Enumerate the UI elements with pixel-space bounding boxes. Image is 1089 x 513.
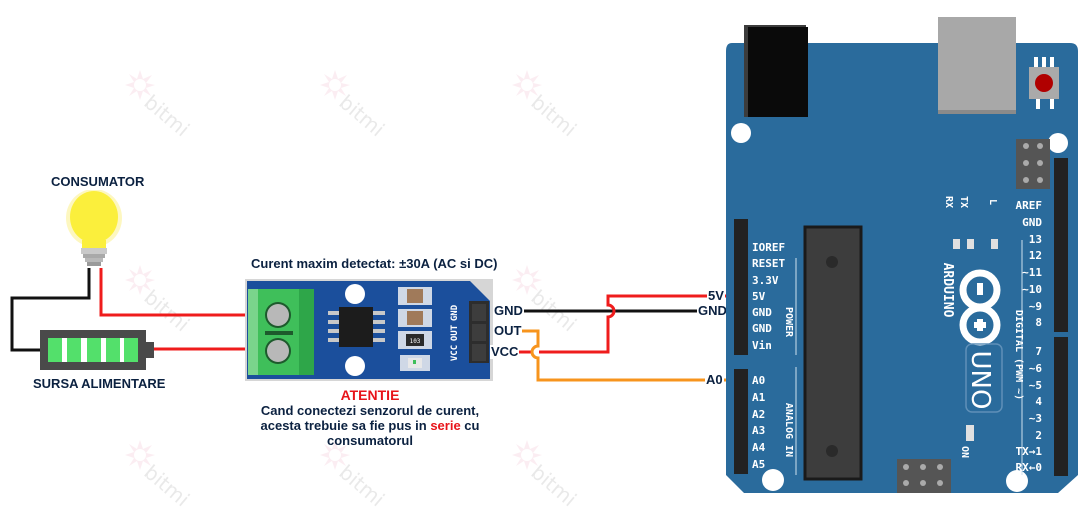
- analog-pin-a3: A3: [752, 424, 765, 437]
- digital-header-top: [1054, 158, 1068, 332]
- digital-pin-12: 12: [1029, 249, 1042, 262]
- power-source-label: SURSA ALIMENTARE: [33, 376, 166, 391]
- led-label-rx: RX: [943, 196, 954, 208]
- usb-port: [938, 17, 1016, 113]
- power-pin-vin: Vin: [752, 339, 772, 352]
- on-led-label: ON: [959, 446, 970, 458]
- sensor-pin-gnd-label: GND: [493, 303, 524, 318]
- wire-out-to-a0: [482, 329, 735, 382]
- watermark-logo-icon: [320, 440, 350, 470]
- watermark-logo-icon: [512, 440, 542, 470]
- arduino-gnd-wire-label: GND: [697, 303, 728, 318]
- arduino-5v-wire-label: 5V: [707, 288, 725, 303]
- warning-line-2-end: cu: [460, 418, 480, 433]
- analog-header: [734, 369, 748, 474]
- digital-pin-13: 13: [1029, 233, 1042, 246]
- power-pin-gnd-1: GND: [752, 306, 772, 319]
- digital-title: DIGITAL (PWM ~): [1013, 310, 1024, 400]
- digital-pin-2: 2: [1035, 429, 1042, 442]
- digital-pin-1: TX→1: [1016, 445, 1043, 458]
- power-title: POWER: [783, 307, 794, 338]
- power-pin-gnd-2: GND: [752, 322, 772, 335]
- digital-header-bottom: [1054, 337, 1068, 476]
- watermark-logo-icon: [125, 265, 155, 295]
- light-bulb-icon: [66, 190, 122, 266]
- arduino-brand: ARDUINO: [940, 263, 955, 318]
- arduino-model: UNO: [965, 351, 995, 410]
- digital-pin-9: ~9: [1029, 300, 1042, 313]
- warning-line-2-start: acesta trebuie sa fie pus in: [260, 418, 431, 433]
- atmega-chip: [805, 227, 861, 479]
- digital-pin-aref: AREF: [1016, 199, 1043, 212]
- watermark-logo-icon: [125, 440, 155, 470]
- consumer-label: CONSUMATOR: [51, 174, 145, 189]
- warning-line-2: acesta trebuie sa fie pus in serie cu: [236, 418, 504, 433]
- arduino-uno-board: [726, 17, 1078, 493]
- acs712-chip: [339, 307, 373, 347]
- digital-pin-gnd: GND: [1022, 216, 1042, 229]
- led-label-tx: TX: [958, 196, 969, 208]
- digital-pin-8: 8: [1035, 316, 1042, 329]
- power-pin-3v3: 3.3V: [752, 274, 779, 287]
- warning-line-3: consumatorul: [327, 433, 413, 448]
- watermark: bitmi: [125, 265, 205, 336]
- wire-bulb-to-sensor: [99, 268, 272, 317]
- analog-pin-a2: A2: [752, 408, 765, 421]
- watermark-logo-icon: [320, 70, 350, 100]
- warning-line-1: Cand conectezi senzorul de curent,: [260, 403, 480, 418]
- sensor-caption: Curent maxim detectat: ±30A (AC si DC): [251, 256, 498, 271]
- analog-title: ANALOG IN: [783, 403, 794, 457]
- power-header: [734, 219, 748, 355]
- silk-vcc: VCC: [450, 345, 460, 361]
- watermark: bitmi: [320, 70, 400, 141]
- wire-bulb-to-battery: [10, 268, 91, 352]
- watermark: bitmi: [125, 70, 205, 141]
- digital-pin-11: ~11: [1022, 266, 1042, 279]
- sensor-pin-vcc-label: VCC: [490, 344, 520, 359]
- arduino-a0-wire-label: A0: [705, 372, 724, 387]
- watermark: bitmi: [512, 265, 592, 336]
- analog-pin-a5: A5: [752, 458, 765, 471]
- silk-gnd: GND: [450, 304, 460, 321]
- analog-pin-a1: A1: [752, 391, 766, 404]
- watermark: bitmi: [512, 70, 592, 141]
- power-pin-ioref: IOREF: [752, 241, 785, 254]
- analog-pin-a0: A0: [752, 374, 765, 387]
- warning-note: ATENTIE Cand conectezi senzorul de curen…: [236, 387, 504, 449]
- warning-highlight-serie: serie: [430, 418, 461, 433]
- digital-pin-7: 7: [1035, 345, 1042, 358]
- power-pin-reset: RESET: [752, 257, 785, 270]
- resistor-code: 103: [410, 338, 421, 345]
- digital-pin-4: 4: [1035, 395, 1042, 408]
- watermark-logo-icon: [125, 70, 155, 100]
- sensor-pin-out-label: OUT: [493, 323, 523, 338]
- digital-pin-0: RX←0: [1016, 461, 1043, 474]
- watermark: bitmi: [125, 440, 205, 511]
- watermark: bitmi: [320, 440, 400, 511]
- digital-pin-3: ~3: [1029, 412, 1042, 425]
- watermark-logo-icon: [512, 70, 542, 100]
- battery-icon: [40, 330, 154, 370]
- power-pin-5v: 5V: [752, 290, 766, 303]
- current-sensor-module: 103 GND OUT VCC: [245, 279, 493, 381]
- watermark: bitmi: [512, 440, 592, 511]
- arduino-infinity-logo-icon: [959, 269, 1001, 346]
- silk-out: OUT: [450, 324, 460, 341]
- warning-title: ATENTIE: [340, 387, 400, 403]
- led-label-l: L: [987, 199, 998, 205]
- digital-pin-6: ~6: [1029, 362, 1043, 375]
- digital-pin-5: ~5: [1029, 379, 1042, 392]
- icsp-header-top: [1016, 139, 1050, 189]
- watermark-logo-icon: [512, 265, 542, 295]
- analog-pin-a4: A4: [752, 441, 766, 454]
- digital-pin-10: ~10: [1022, 283, 1042, 296]
